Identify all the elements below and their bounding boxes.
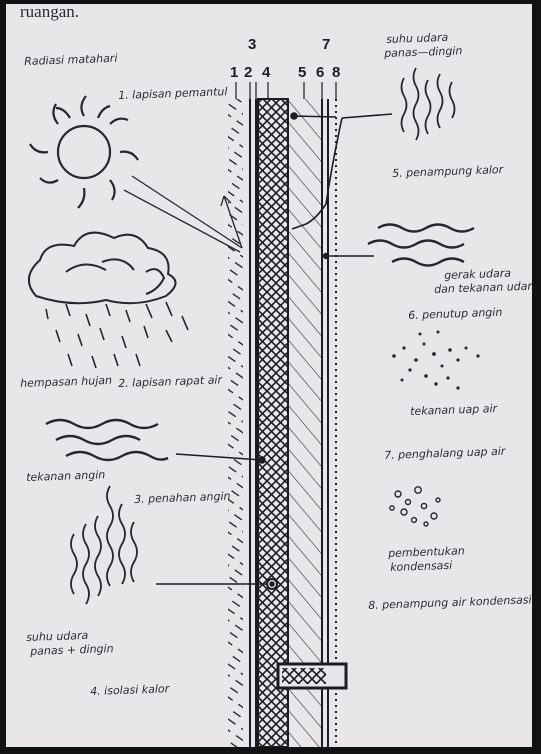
header-fragment: ruangan. (20, 4, 79, 22)
layer-5-heat-store (288, 99, 322, 747)
label-pembentukan-2: kondensasi (390, 560, 452, 574)
layer-number-7: 7 (322, 36, 330, 53)
layer-number-2: 2 (244, 64, 252, 81)
label-suhu-top-1: suhu udara (386, 32, 448, 46)
heat-waves-icon (71, 486, 137, 604)
layer-number-1: 1 (230, 64, 238, 81)
layer-1-reflective (228, 99, 243, 747)
layer-4-insulation (258, 99, 288, 747)
wind-waves-icon (46, 420, 168, 460)
sun-icon (30, 96, 138, 208)
layer-number-4: 4 (262, 64, 270, 81)
layer-number-5: 5 (298, 64, 306, 81)
rain-cloud-icon (29, 233, 176, 304)
layer-number-3: 3 (248, 36, 256, 53)
diagram-page: ruangan. 3 1 2 4 5 6 7 8 Radiasi matahar… (6, 4, 532, 747)
vapour-dots-icon (392, 331, 479, 390)
condensation-drops-icon (390, 487, 440, 526)
label-suhu-bot-1: suhu udara (26, 630, 88, 644)
layer-number-6: 6 (316, 64, 324, 81)
layer-number-8: 8 (332, 64, 340, 81)
air-movement-icon (368, 225, 474, 266)
heat-waves-top-icon (402, 68, 455, 140)
